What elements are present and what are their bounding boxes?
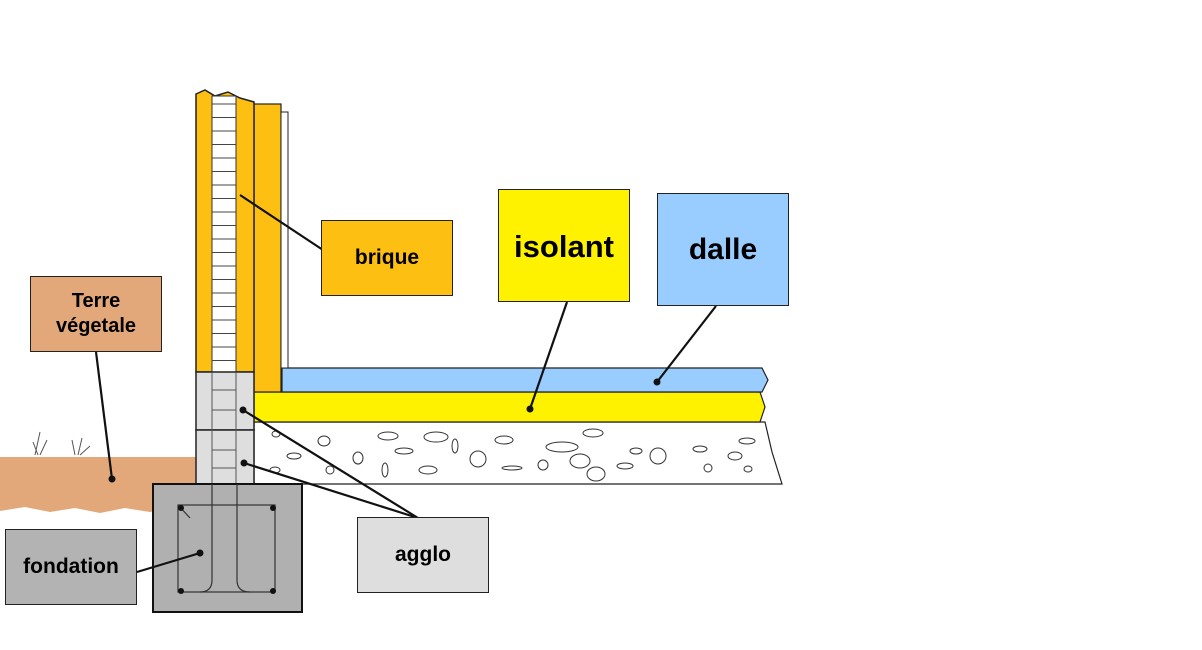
label-isolant-text: isolant: [514, 229, 614, 264]
leader-brique: [239, 194, 324, 251]
label-dalle-text: dalle: [688, 232, 758, 266]
leader-dots: [108, 378, 661, 557]
label-terre-vegetale-text: Terre végetale: [55, 290, 137, 337]
hardcore-layer: [253, 421, 783, 485]
foundation-block: [152, 483, 303, 613]
grass-tufts: [32, 431, 91, 456]
label-brique-text: brique: [354, 245, 420, 269]
label-fondation-text: fondation: [23, 554, 119, 578]
leader-agglo-1: [242, 409, 419, 519]
agglo-block-upper: [195, 371, 255, 431]
label-dalle: dalle: [657, 193, 789, 306]
brick-core: [211, 95, 237, 373]
label-brique: brique: [321, 220, 453, 296]
leader-dalle: [656, 305, 717, 383]
slab-layer: [281, 367, 769, 393]
rebar-dots: [178, 505, 276, 594]
wall-plaster: [280, 111, 289, 369]
leader-isolant: [528, 301, 569, 410]
insulation-layer: [253, 391, 766, 423]
ground-strip: [0, 457, 196, 513]
leader-lines: [94, 194, 717, 574]
leader-agglo-2: [243, 461, 419, 520]
leader-fondation: [136, 551, 201, 574]
label-isolant: isolant: [498, 189, 630, 302]
leader-terre: [94, 351, 114, 480]
label-terre-vegetale: Terre végetale: [30, 276, 162, 352]
label-agglo: agglo: [357, 517, 489, 593]
agglo-block-lower: [195, 429, 255, 485]
label-agglo-text: agglo: [395, 542, 451, 566]
brick-mortar-lines: [212, 103, 236, 361]
agglo-inner-lines: [211, 372, 237, 484]
label-fondation: fondation: [5, 529, 137, 605]
wall-inner-insulation: [253, 103, 282, 393]
